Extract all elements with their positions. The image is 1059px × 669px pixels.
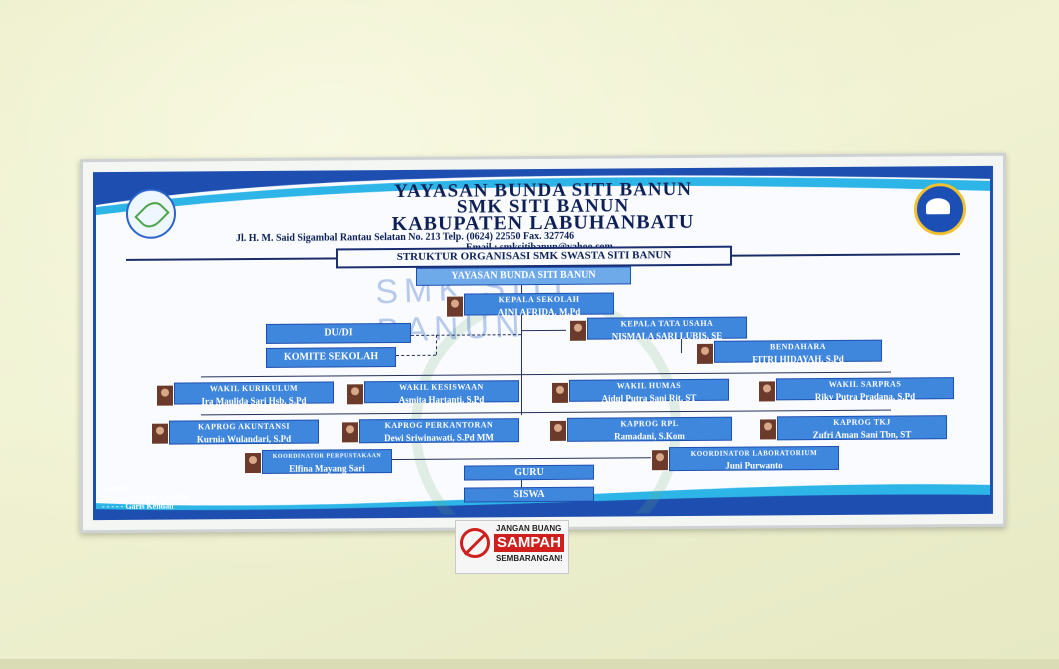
committee-label: KOMITE SEKOLAH [283, 351, 379, 363]
box-vice-facilities: WAKIL SARPRAS Riky Putra Pradana, S.Pd [776, 377, 954, 403]
prohibition-icon [460, 528, 490, 558]
library-role: KOORDINATOR PERPUSTAKAAN [272, 453, 382, 460]
box-lab: KOORDINATOR LABORATORIUM Juni Purwanto [669, 445, 839, 472]
photo-head [446, 295, 464, 318]
box-dudi: DU/DI [266, 322, 411, 344]
prog-office-name: Dewi Sriwinawati, S.Pd MM [384, 432, 494, 444]
photo-library [244, 451, 262, 475]
chart-title: STRUKTUR ORGANISASI SMK SWASTA SITI BANU… [336, 245, 732, 269]
prog-accounting-name: Kurnia Wulandari, S.Pd [196, 433, 292, 445]
floor-edge [0, 659, 1059, 669]
box-treasurer: BENDAHARA FITRI HIDAYAH, S.Pd [714, 339, 882, 365]
connector-committee-control [396, 354, 436, 357]
legend-control-label: Garis Kendali [125, 501, 174, 511]
box-head: KEPALA SEKOLAH AINI AFRIDA, M.Pd [464, 292, 614, 318]
head-name: AINI AFRIDA, M.Pd [497, 306, 581, 318]
photo-prog-office [341, 421, 359, 444]
connector-foundation-head [521, 284, 522, 294]
teachers-label: GURU [514, 466, 544, 479]
prog-accounting-role: KAPROG AKUNTANSI [197, 421, 291, 432]
box-vice-pr: WAKIL HUMAS Aidul Putra Sani Rit, ST [569, 378, 729, 404]
photo-vice-pr [551, 381, 569, 404]
photo-vice-student [346, 383, 364, 406]
photo-admin [569, 319, 587, 342]
foundation-label: YAYASAN BUNDA SITI BANUN [451, 269, 596, 282]
connector-guru-siswa [521, 479, 522, 488]
header-swoosh [96, 168, 990, 216]
vice-pr-role: WAKIL HUMAS [616, 381, 682, 391]
sign-bottom-text: SEMBARANGAN! [496, 554, 563, 563]
box-teachers: GURU [464, 464, 594, 481]
lab-role: KOORDINATOR LABORATORIUM [690, 449, 818, 458]
photo-vice-facilities [758, 380, 776, 403]
box-prog-rpl: KAPROG RPL Ramadani, S.Kom [567, 416, 732, 442]
box-vice-curriculum: WAKIL KURIKULUM Ira Maulida Sari Hsb, S.… [174, 381, 334, 407]
photo-vice-curriculum [156, 384, 174, 407]
box-prog-tkj: KAPROG TKJ Zufri Aman Sani Tbn, ST [777, 415, 947, 441]
no-littering-sign: JANGAN BUANG SAMPAH SEMBARANGAN! [455, 520, 569, 574]
admin-role: KEPALA TATA USAHA [620, 318, 714, 329]
photo-prog-tkj [759, 418, 777, 441]
vice-student-name: Asmita Hartanti, S.Pd [398, 394, 485, 406]
box-library: KOORDINATOR PERPUSTAKAAN Elfina Mayang S… [262, 449, 392, 474]
vice-student-role: WAKIL KESISWAAN [399, 382, 484, 393]
connector-control-vertical [436, 334, 437, 355]
prog-tkj-name: Zufri Aman Sani Tbn, ST [812, 429, 912, 441]
lab-name: Juni Purwanto [725, 460, 783, 471]
photo-treasurer [696, 342, 714, 365]
prog-rpl-role: KAPROG RPL [620, 419, 679, 429]
photo-prog-rpl [549, 419, 567, 442]
photo-prog-accounting [151, 422, 169, 445]
legend-command-label: Garis Komado [138, 492, 189, 502]
box-vice-student: WAKIL KESISWAAN Asmita Hartanti, S.Pd [364, 380, 519, 406]
legend-command-line: ────── Garis Komado [102, 492, 189, 503]
legend: Catatan : ────── Garis Komado - - - - - … [102, 483, 188, 511]
vice-facilities-name: Riky Putra Pradana, S.Pd [814, 391, 916, 403]
sign-main-text: SAMPAH [494, 534, 564, 552]
box-prog-accounting: KAPROG AKUNTANSI Kurnia Wulandari, S.Pd [169, 419, 319, 445]
box-foundation: YAYASAN BUNDA SITI BANUN [416, 266, 631, 286]
head-role: KEPALA SEKOLAH [498, 294, 580, 305]
prog-rpl-name: Ramadani, S.Kom [614, 431, 685, 442]
treasurer-name: FITRI HIDAYAH, S.Pd [752, 353, 844, 365]
dudi-label: DU/DI [324, 327, 353, 339]
vice-pr-name: Aidul Putra Sani Rit, ST [601, 392, 697, 404]
prog-office-role: KAPROG PERKANTORAN [384, 420, 494, 431]
library-name: Elfina Mayang Sari [289, 463, 365, 474]
legend-control-line: - - - - - Garis Kendali [102, 501, 174, 512]
box-admin: KEPALA TATA USAHA NISMALA SARI LUBIS, SE [587, 316, 747, 342]
box-committee: KOMITE SEKOLAH [266, 347, 396, 368]
box-students: SISWA [464, 486, 594, 503]
vice-curriculum-name: Ira Maulida Sari Hsb, S.Pd [201, 395, 307, 407]
vice-curriculum-role: WAKIL KURIKULUM [209, 383, 299, 394]
sign-top-text: JANGAN BUANG [496, 524, 562, 533]
box-prog-office: KAPROG PERKANTORAN Dewi Sriwinawati, S.P… [359, 418, 519, 444]
photo-lab [651, 449, 669, 472]
board-panel: YAYASAN BUNDA SITI BANUN SMK SITI BANUN … [93, 165, 993, 521]
students-label: SISWA [513, 488, 545, 501]
organization-board: YAYASAN BUNDA SITI BANUN SMK SITI BANUN … [80, 152, 1006, 534]
